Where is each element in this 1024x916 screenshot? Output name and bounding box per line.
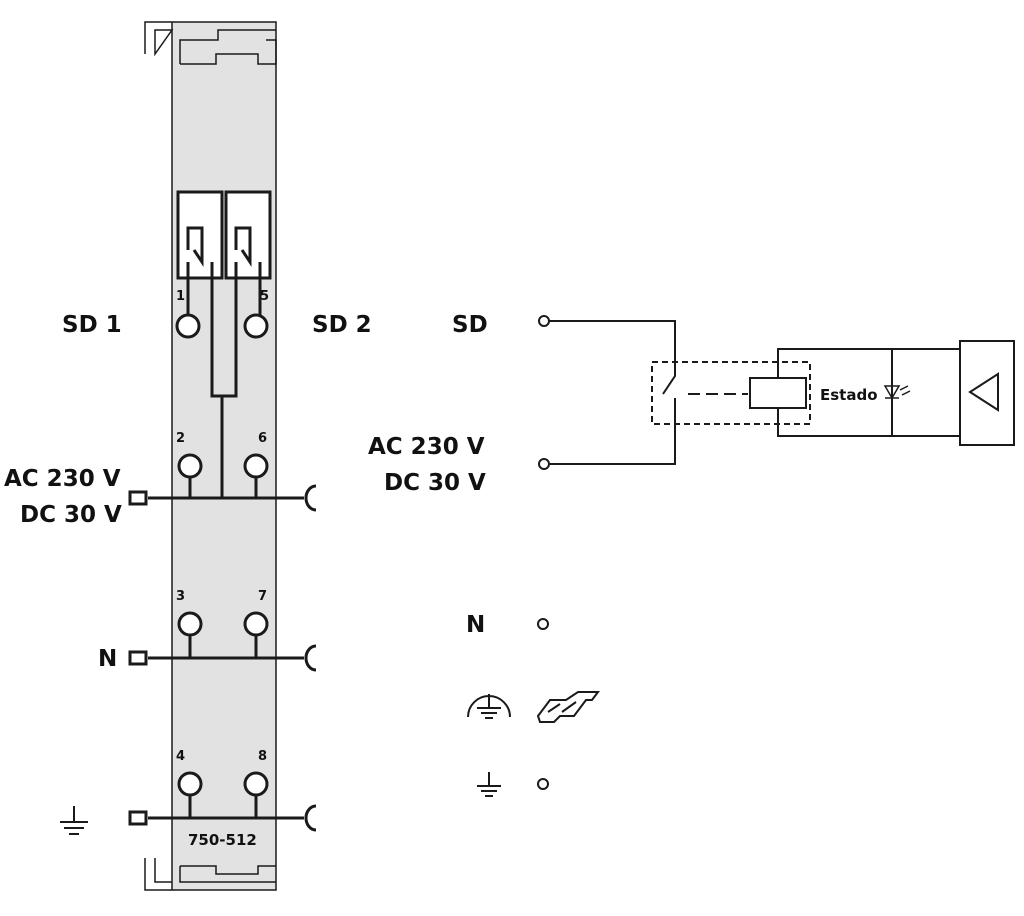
schematic-neutral-terminal: [537, 618, 549, 630]
left-neutral-label: N: [98, 646, 117, 672]
terminal-row-1: [175, 296, 269, 339]
relay-contact-1: [176, 190, 224, 296]
din-rail-icon: [536, 691, 600, 723]
module-top-latch: [144, 21, 174, 57]
contact-common-bus: [210, 282, 238, 498]
part-number: 750-512: [188, 831, 257, 849]
label-sd2: SD 2: [312, 312, 372, 338]
schematic-supply-ac: AC 230 V: [368, 434, 485, 460]
io-module: 1 5 2 6 3 7 4 8 750-512: [128, 21, 317, 891]
terminal-label-8: 8: [258, 749, 267, 764]
relay-coil-icon: [749, 377, 807, 409]
ground-icon: [60, 806, 88, 835]
contact-switch-icon: [186, 226, 214, 296]
terminal-row-2: [128, 453, 317, 512]
bus-triangle-icon: [968, 372, 999, 412]
schematic-sd-label: SD: [452, 312, 488, 338]
terminal-label-5: 5: [260, 289, 269, 304]
schematic-sd-terminal: [538, 315, 550, 327]
terminal-label-3: 3: [176, 589, 185, 604]
schematic-supply-terminal: [538, 458, 550, 470]
module-top-notch: [179, 29, 277, 65]
relay-contact-2: [224, 190, 272, 296]
schematic-ground-terminal: [537, 778, 549, 790]
schematic-neutral-label: N: [466, 612, 485, 638]
ground-icon: [477, 772, 501, 797]
terminal-label-2: 2: [176, 431, 185, 446]
schematic-supply-dc: DC 30 V: [384, 470, 486, 496]
left-supply-dc: DC 30 V: [20, 502, 122, 528]
status-label: Estado: [820, 386, 878, 404]
module-bottom-notch: [179, 865, 276, 883]
module-bottom-latch: [144, 858, 172, 891]
terminal-row-3: [128, 611, 317, 672]
terminal-row-4: [128, 771, 317, 832]
protective-earth-icon: [467, 694, 511, 719]
terminal-label-7: 7: [258, 589, 267, 604]
terminal-label-1: 1: [176, 289, 185, 304]
contact-switch-icon: [234, 226, 262, 296]
terminal-label-4: 4: [176, 749, 185, 764]
schematic: SD AC 230 V DC 30 V Estado N: [368, 312, 1015, 797]
bus-connector: [959, 340, 1015, 446]
left-supply-ac: AC 230 V: [4, 466, 121, 492]
terminal-label-6: 6: [258, 431, 267, 446]
label-sd1: SD 1: [62, 312, 122, 338]
led-icon: [883, 385, 911, 400]
